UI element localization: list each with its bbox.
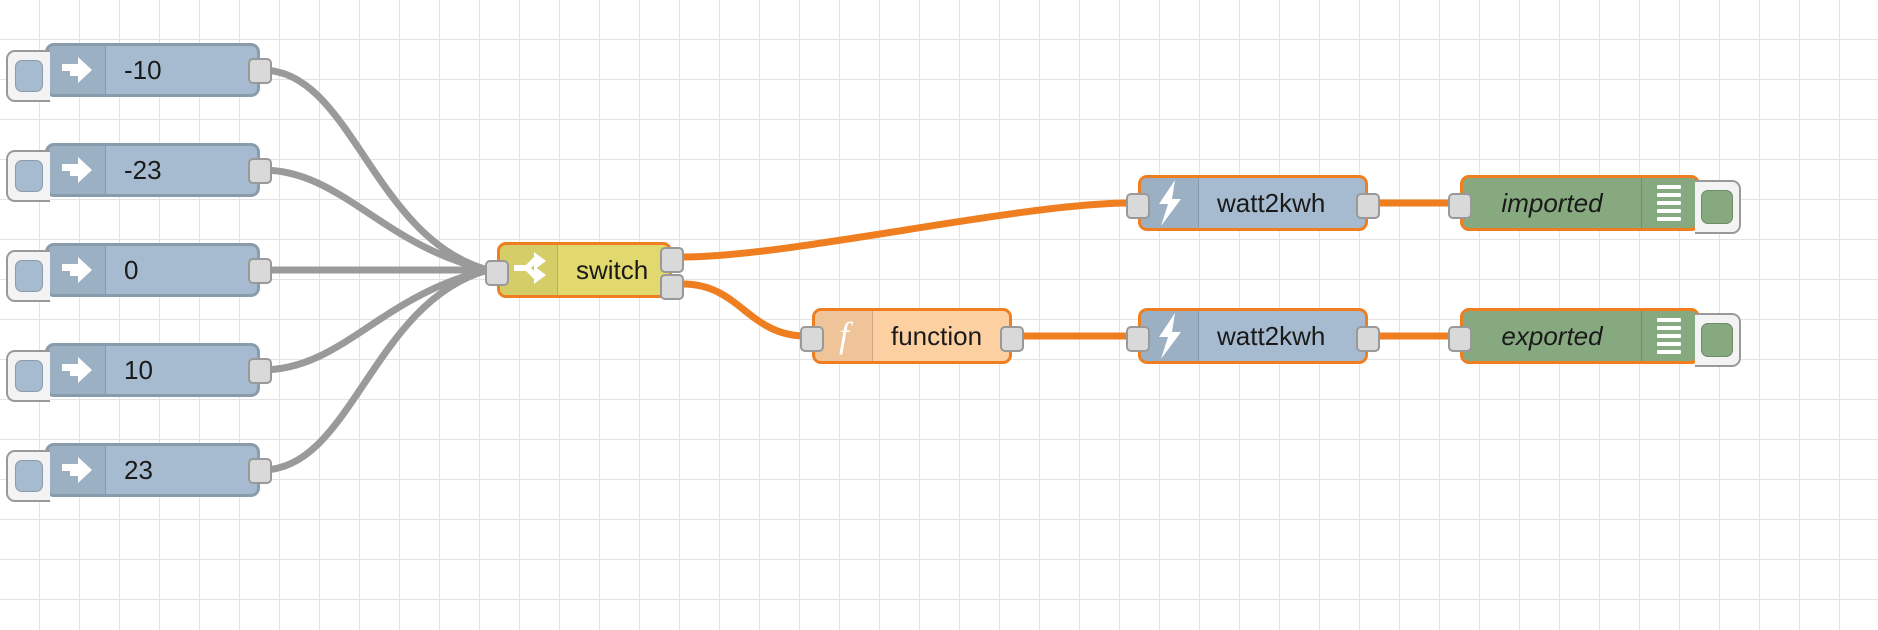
wire-inject-minus-10-to-switch bbox=[258, 66, 492, 274]
debug-node-label: imported bbox=[1501, 187, 1603, 218]
inject-button-knob bbox=[15, 60, 43, 92]
watt2kwh-node-label: watt2kwh bbox=[1217, 187, 1326, 218]
inject-button-knob bbox=[15, 260, 43, 292]
wire-switch-out2-to-function bbox=[679, 280, 810, 340]
svg-text:f: f bbox=[839, 316, 854, 355]
wire-inject-ten-to-switch bbox=[258, 266, 492, 374]
inject-trigger-button[interactable] bbox=[6, 250, 50, 302]
inject-node-label: -10 bbox=[124, 54, 162, 85]
input-port[interactable] bbox=[1448, 326, 1472, 352]
inject-arrow-icon bbox=[48, 446, 106, 494]
input-port[interactable] bbox=[1126, 193, 1150, 219]
switch-fork-icon bbox=[500, 245, 558, 295]
debug-lines-glyph bbox=[1657, 318, 1681, 354]
output-port[interactable] bbox=[248, 258, 272, 284]
output-port[interactable] bbox=[248, 358, 272, 384]
inject-trigger-button[interactable] bbox=[6, 150, 50, 202]
inject-trigger-button[interactable] bbox=[6, 350, 50, 402]
input-port[interactable] bbox=[1448, 193, 1472, 219]
lightning-bolt-icon bbox=[1141, 178, 1199, 228]
inject-trigger-button[interactable] bbox=[6, 50, 50, 102]
inject-node-minus-10[interactable]: -10 bbox=[6, 43, 272, 102]
inject-button-knob bbox=[15, 360, 43, 392]
wire-switch-out1-to-watt2kwh-imported bbox=[679, 199, 1134, 261]
debug-node-exported[interactable]: exported bbox=[1448, 308, 1741, 367]
wire-inject-23-to-switch bbox=[258, 266, 492, 474]
inject-node-label: 23 bbox=[124, 454, 153, 485]
output-port[interactable] bbox=[1356, 193, 1380, 219]
inject-arrow-icon bbox=[48, 346, 106, 394]
wire-inject-minus-23-to-switch bbox=[258, 166, 492, 274]
function-node-label: function bbox=[891, 320, 983, 351]
input-port[interactable] bbox=[800, 326, 824, 352]
debug-node-imported[interactable]: imported bbox=[1448, 175, 1741, 234]
output-port[interactable] bbox=[1356, 326, 1380, 352]
output-port[interactable] bbox=[248, 158, 272, 184]
inject-arrow-icon bbox=[48, 146, 106, 194]
output-port[interactable] bbox=[1000, 326, 1024, 352]
inject-node-label: -23 bbox=[124, 154, 162, 185]
watt2kwh-node-label: watt2kwh bbox=[1217, 320, 1326, 351]
function-f-icon: f bbox=[815, 311, 873, 361]
inject-node-23[interactable]: 23 bbox=[6, 443, 272, 502]
debug-toggle-knob bbox=[1701, 323, 1733, 357]
inject-arrow-icon bbox=[48, 46, 106, 94]
input-port[interactable] bbox=[485, 260, 509, 286]
lightning-bolt-icon bbox=[1141, 311, 1199, 361]
output-port-2[interactable] bbox=[660, 274, 684, 300]
inject-button-knob bbox=[15, 460, 43, 492]
watt2kwh-node-exported[interactable]: watt2kwh bbox=[1126, 308, 1380, 364]
debug-enable-toggle-button[interactable] bbox=[1695, 313, 1741, 367]
output-port[interactable] bbox=[248, 458, 272, 484]
function-node[interactable]: f function bbox=[800, 308, 1024, 364]
debug-toggle-knob bbox=[1701, 190, 1733, 224]
inject-node-zero[interactable]: 0 bbox=[6, 243, 272, 302]
inject-arrow-icon bbox=[48, 246, 106, 294]
debug-lines-icon bbox=[1641, 311, 1697, 361]
inject-node-minus-23[interactable]: -23 bbox=[6, 143, 272, 202]
debug-lines-icon bbox=[1641, 178, 1697, 228]
switch-node-label: switch bbox=[576, 254, 649, 285]
output-port-1[interactable] bbox=[660, 247, 684, 273]
debug-node-label: exported bbox=[1501, 320, 1603, 351]
inject-node-label: 10 bbox=[124, 354, 153, 385]
output-port[interactable] bbox=[248, 58, 272, 84]
inject-node-label: 0 bbox=[124, 254, 139, 285]
debug-enable-toggle-button[interactable] bbox=[1695, 180, 1741, 234]
inject-node-ten[interactable]: 10 bbox=[6, 343, 272, 402]
inject-trigger-button[interactable] bbox=[6, 450, 50, 502]
debug-lines-glyph bbox=[1657, 185, 1681, 221]
switch-node[interactable]: switch bbox=[485, 242, 684, 300]
watt2kwh-node-imported[interactable]: watt2kwh bbox=[1126, 175, 1380, 231]
input-port[interactable] bbox=[1126, 326, 1150, 352]
inject-button-knob bbox=[15, 160, 43, 192]
